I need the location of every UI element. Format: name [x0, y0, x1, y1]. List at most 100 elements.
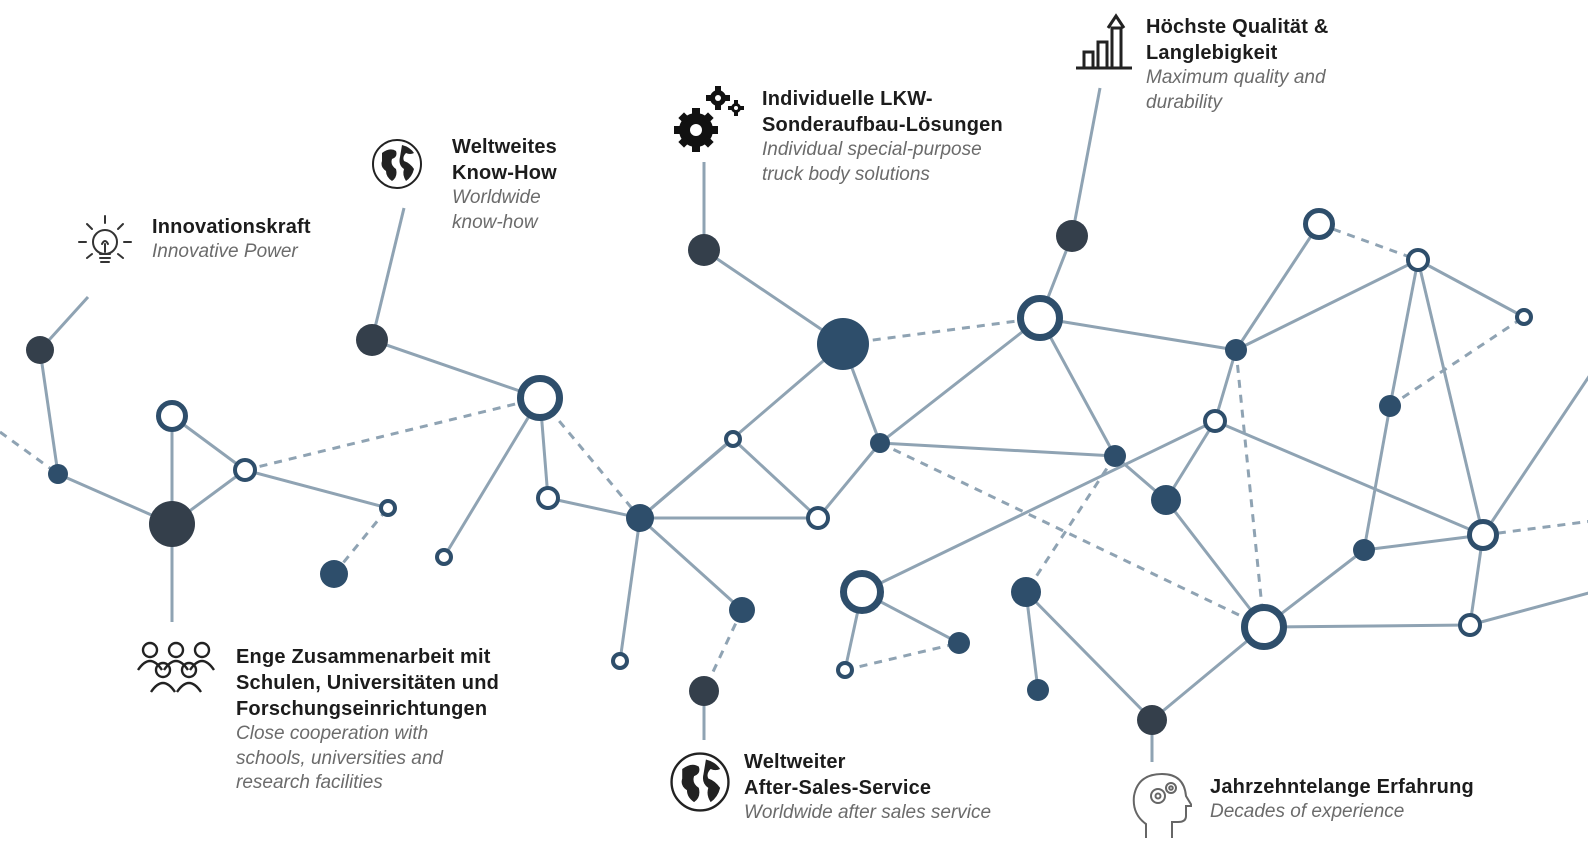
- network-edge: [1234, 223, 1321, 351]
- network-edge-dashed: [244, 396, 541, 472]
- network-edge-dashed: [1389, 315, 1525, 408]
- label-knowhow-subtitle-1: Worldwide: [452, 187, 541, 208]
- network-edge: [638, 516, 744, 612]
- network-node: [1151, 485, 1181, 515]
- network-edge-dashed: [1234, 349, 1266, 628]
- label-innovation-title: Innovationskraft: [152, 216, 311, 238]
- network-node: [356, 324, 388, 356]
- network-node-ring: [1458, 613, 1482, 637]
- label-quality: Höchste Qualität & Langlebigkeit Maximum…: [1146, 14, 1329, 115]
- network-edge: [1024, 591, 1040, 691]
- label-knowhow: Weltweites Know-How Worldwide know-how: [452, 134, 557, 235]
- label-experience: Jahrzehntelange Erfahrung Decades of exp…: [1210, 774, 1474, 825]
- network-edge: [38, 349, 60, 475]
- label-quality-title-2: Langlebigkeit: [1146, 42, 1278, 64]
- network-node: [26, 336, 54, 364]
- network-edge: [1235, 258, 1419, 352]
- network-node: [1379, 395, 1401, 417]
- network-edge: [731, 437, 820, 520]
- network-node-ring: [1241, 604, 1287, 650]
- network-node: [48, 464, 68, 484]
- label-aftersales: Weltweiter After-Sales-Service Worldwide…: [744, 749, 991, 826]
- network-edge: [1416, 259, 1485, 536]
- label-quality-subtitle-1: Maximum quality and: [1146, 67, 1326, 88]
- network-node: [1104, 445, 1126, 467]
- label-truck: Individuelle LKW- Sonderaufbau-Lösungen …: [762, 86, 1003, 187]
- label-aftersales-subtitle: Worldwide after sales service: [744, 802, 992, 823]
- network-node: [1027, 679, 1049, 701]
- network-edge: [244, 468, 389, 510]
- lightbulb-icon: [76, 212, 134, 274]
- network-node: [688, 234, 720, 266]
- network-node: [1137, 705, 1167, 735]
- network-edge-dashed: [0, 430, 59, 476]
- network-node-ring: [1406, 248, 1430, 272]
- network-node-ring: [233, 458, 257, 482]
- network-edge-dashed: [1482, 520, 1588, 537]
- network-node: [689, 676, 719, 706]
- network-node-ring: [435, 548, 453, 566]
- label-experience-title: Jahrzehntelange Erfahrung: [1210, 776, 1474, 798]
- label-truck-title-2: Sonderaufbau-Lösungen: [762, 114, 1003, 136]
- label-aftersales-title-2: After-Sales-Service: [744, 777, 932, 799]
- network-edge: [618, 517, 642, 662]
- network-edge-dashed: [1024, 455, 1117, 593]
- network-node: [1353, 539, 1375, 561]
- network-edge: [816, 442, 882, 519]
- network-edge: [547, 496, 641, 520]
- network-node-ring: [836, 661, 854, 679]
- network-edge: [1481, 375, 1588, 536]
- network-edge-dashed: [879, 441, 1265, 629]
- network-node: [817, 318, 869, 370]
- network-edge: [1388, 259, 1420, 407]
- growth-chart-icon: [1074, 12, 1136, 74]
- network-edge: [1214, 419, 1484, 537]
- network-node: [870, 433, 890, 453]
- people-group-icon: [136, 640, 216, 696]
- network-edge: [1263, 623, 1471, 629]
- globe-icon: [668, 750, 732, 814]
- network-edge: [703, 248, 844, 346]
- network-edge-dashed: [538, 397, 642, 519]
- network-edge: [1362, 405, 1392, 551]
- network-node-ring: [840, 570, 884, 614]
- network-edge: [1469, 591, 1588, 627]
- network-edge: [1213, 349, 1238, 422]
- network-edge: [1024, 590, 1154, 722]
- network-node-ring: [611, 652, 629, 670]
- network-node: [1225, 339, 1247, 361]
- network-node-ring: [517, 375, 563, 421]
- label-cooperation-title-1: Enge Zusammenarbeit mit: [236, 646, 491, 668]
- network-node-ring: [156, 400, 188, 432]
- network-edge-dashed: [1318, 222, 1419, 262]
- network-edge: [1164, 499, 1266, 628]
- network-edge: [1038, 317, 1117, 457]
- label-cooperation-title-2: Schulen, Universitäten und: [236, 672, 500, 694]
- label-cooperation-subtitle-2: schools, universities and: [236, 747, 443, 769]
- network-edge: [1417, 258, 1525, 319]
- network-node: [1011, 577, 1041, 607]
- label-truck-subtitle-2: truck body solutions: [762, 163, 930, 185]
- globe-icon: [370, 137, 424, 191]
- network-edge: [879, 316, 1041, 445]
- network-edge-dashed: [844, 641, 960, 672]
- label-innovation: Innovationskraft Innovative Power: [152, 214, 311, 265]
- label-experience-subtitle: Decades of experience: [1210, 801, 1405, 822]
- network-edge: [639, 342, 844, 520]
- network-nodes: [26, 208, 1533, 735]
- network-node: [626, 504, 654, 532]
- network-edge: [442, 397, 542, 558]
- label-cooperation: Enge Zusammenarbeit mit Schulen, Univers…: [236, 644, 499, 796]
- label-cooperation-subtitle-1: Close cooperation with: [236, 723, 429, 744]
- network-node: [729, 597, 755, 623]
- label-knowhow-subtitle-2: know-how: [452, 211, 538, 233]
- label-cooperation-title-3: Forschungseinrichtungen: [236, 698, 488, 720]
- network-edge-dashed: [842, 316, 1041, 346]
- label-knowhow-title-2: Know-How: [452, 162, 557, 184]
- head-gears-icon: [1128, 770, 1192, 840]
- label-quality-subtitle-2: durability: [1146, 91, 1223, 113]
- network-edge: [1151, 625, 1265, 722]
- label-cooperation-subtitle-3: research facilities: [236, 772, 383, 794]
- leader-line: [1070, 87, 1102, 237]
